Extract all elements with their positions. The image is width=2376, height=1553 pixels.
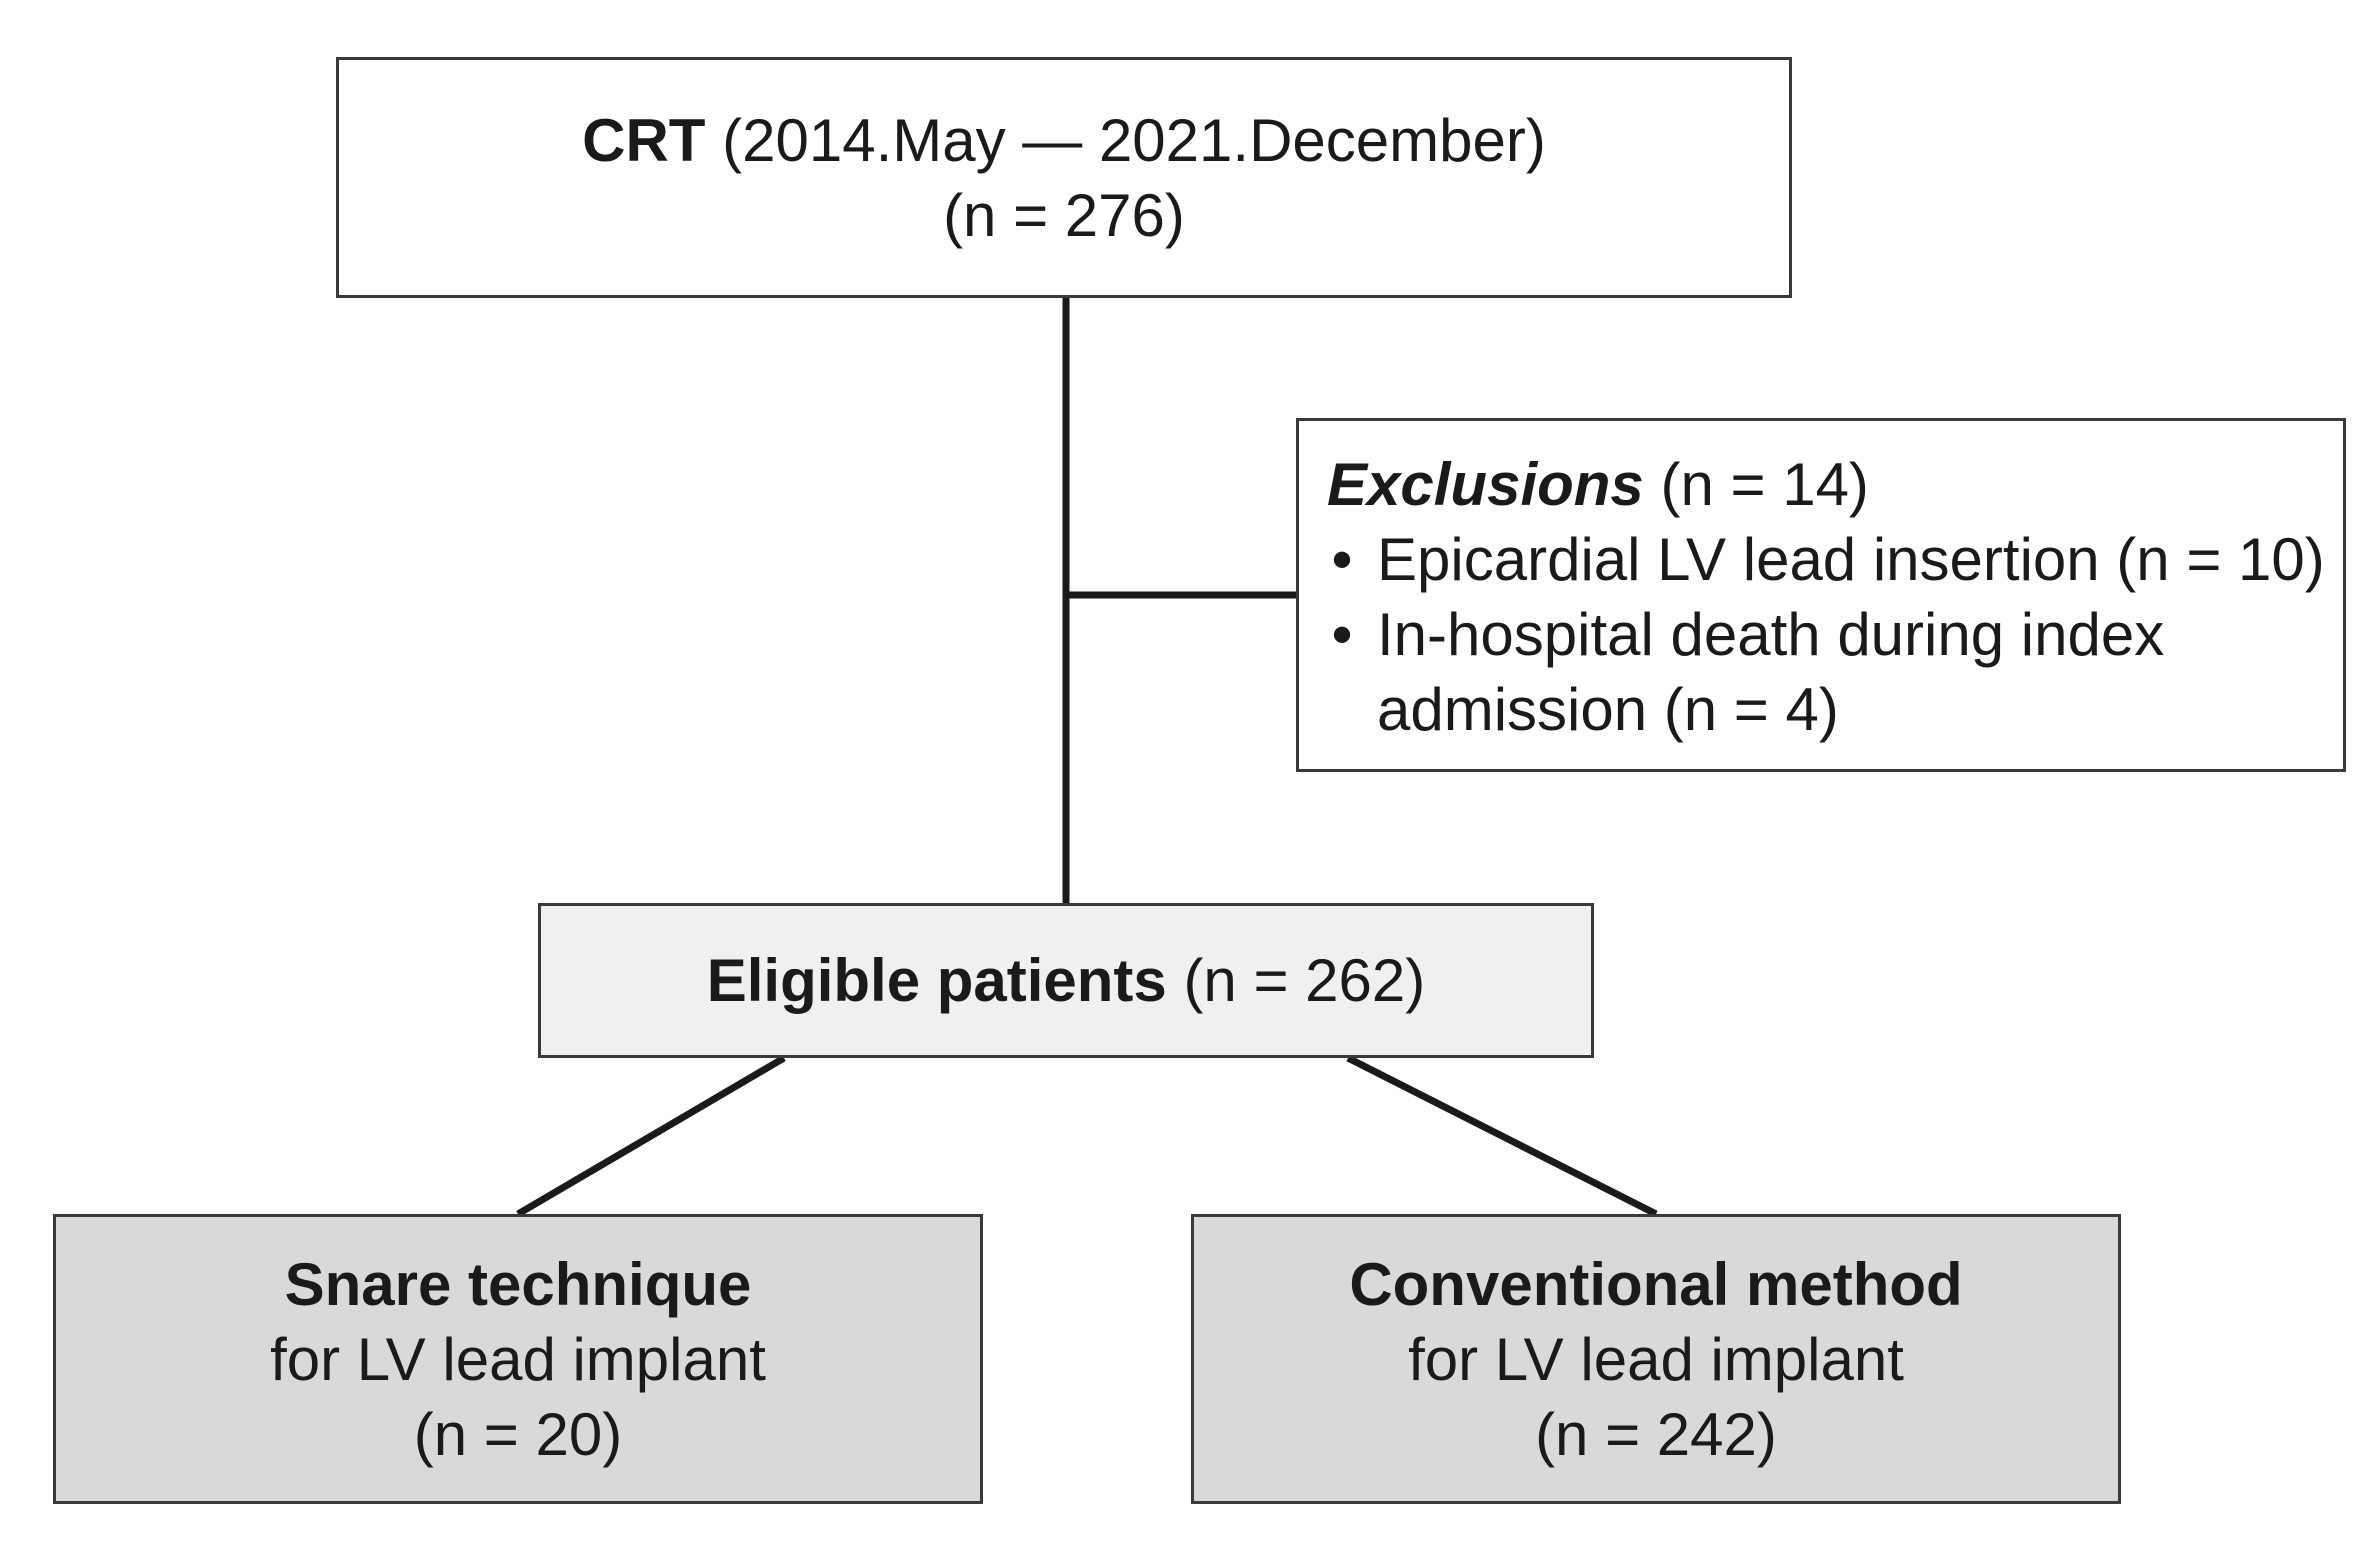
eligible-patients-box: Eligible patients (n = 262) xyxy=(538,903,1594,1058)
conventional-method-box: Conventional method for LV lead implant … xyxy=(1191,1214,2121,1504)
eligible-title: Eligible patients xyxy=(706,947,1167,1014)
crt-box: CRT (2014.May — 2021.December) (n = 276) xyxy=(336,57,1792,298)
conventional-title: Conventional method xyxy=(1349,1250,1963,1318)
exclusion-item: • Epicardial LV lead insertion (n = 10) xyxy=(1327,522,2343,597)
exclusions-title-line: Exclusions (n = 14) xyxy=(1327,447,1869,522)
conventional-subtitle: for LV lead implant xyxy=(1408,1325,1904,1393)
exclusions-count: (n = 14) xyxy=(1643,451,1869,518)
exclusion-item-text: Epicardial LV lead insertion (n = 10) xyxy=(1377,526,2325,593)
crt-count: (n = 276) xyxy=(943,181,1185,249)
crt-period: (2014.May — 2021.December) xyxy=(705,106,1546,174)
exclusion-item-text: In-hospital death during index admission… xyxy=(1377,601,2165,743)
connector-eligible-to-conventional xyxy=(1346,1054,1658,1218)
exclusions-list: • Epicardial LV lead insertion (n = 10) … xyxy=(1327,522,2343,747)
eligible-count: (n = 262) xyxy=(1166,947,1426,1014)
conventional-count: (n = 242) xyxy=(1535,1400,1777,1468)
snare-technique-box: Snare technique for LV lead implant (n =… xyxy=(53,1214,983,1504)
snare-title: Snare technique xyxy=(284,1250,752,1318)
snare-count: (n = 20) xyxy=(413,1400,623,1468)
crt-title-line: CRT (2014.May — 2021.December) xyxy=(582,103,1546,178)
exclusions-title: Exclusions xyxy=(1327,451,1644,518)
bullet-icon: • xyxy=(1331,601,1353,668)
exclusion-item: • In-hospital death during index admissi… xyxy=(1327,597,2343,747)
bullet-icon: • xyxy=(1331,526,1353,593)
snare-subtitle: for LV lead implant xyxy=(270,1325,766,1393)
eligible-title-line: Eligible patients (n = 262) xyxy=(707,943,1426,1018)
exclusions-box: Exclusions (n = 14) • Epicardial LV lead… xyxy=(1296,418,2346,772)
crt-title: CRT xyxy=(582,106,706,174)
connector-eligible-to-snare xyxy=(516,1054,786,1218)
